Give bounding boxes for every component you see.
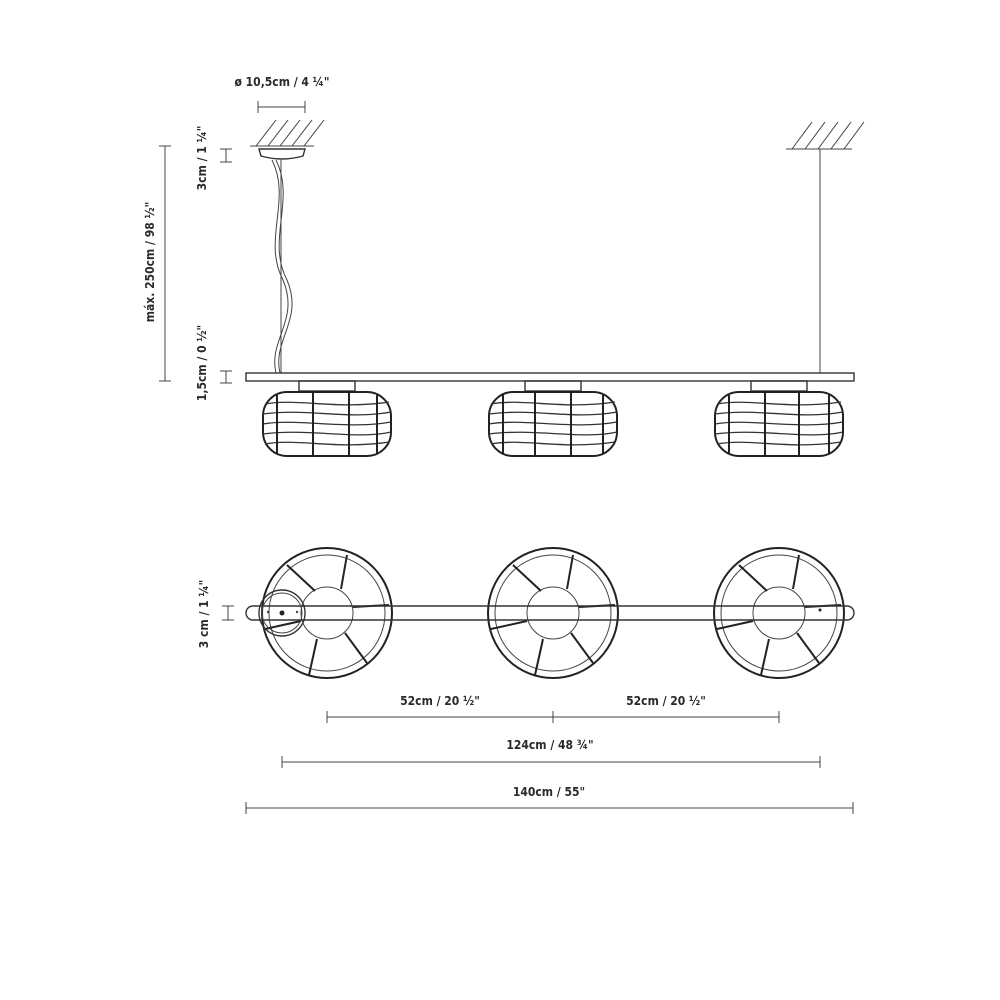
ceiling-hatch-left	[250, 119, 325, 147]
spacing-left-label: 52cm / 20 ½"	[400, 694, 480, 708]
total-length-label: 140cm / 55"	[513, 785, 585, 799]
spacing-dimension-left: 52cm / 20 ½"	[326, 694, 554, 723]
power-cable	[271, 159, 293, 374]
lamp-shade-elevation-3	[714, 380, 844, 457]
inner-length-label: 124cm / 48 ¾"	[506, 738, 593, 752]
horizontal-bar	[245, 372, 855, 382]
lamp-shade-plan-3	[713, 547, 845, 679]
ceiling-hatch-right	[786, 121, 865, 150]
spacing-dimension-right: 52cm / 20 ½"	[553, 694, 780, 723]
bar-width-label: 3 cm / 1 ¼"	[197, 580, 211, 648]
elevation-view: ø 10,5cm / 4 ¼"	[143, 75, 865, 457]
lamp-shade-elevation-1	[262, 380, 392, 457]
canopy	[258, 148, 306, 160]
spacing-right-label: 52cm / 20 ½"	[626, 694, 706, 708]
bar-thickness-label: 1,5cm / 0 ½"	[195, 325, 209, 401]
canopy-diameter-dimension: ø 10,5cm / 4 ¼"	[235, 75, 330, 113]
canopy-height-dimension: 3cm / 1 ¼"	[195, 126, 232, 191]
wire-point	[818, 608, 822, 612]
canopy-diameter-label: ø 10,5cm / 4 ¼"	[235, 75, 330, 89]
lamp-shade-plan-2	[487, 547, 619, 679]
inner-length-dimension: 124cm / 48 ¾"	[281, 738, 821, 768]
canopy-height-label: 3cm / 1 ¼"	[195, 126, 209, 191]
bar-plan	[245, 605, 855, 621]
max-length-label: máx. 250cm / 98 ½"	[143, 202, 157, 323]
bar-thickness-dimension: 1,5cm / 0 ½"	[195, 325, 232, 401]
total-length-dimension: 140cm / 55"	[245, 785, 854, 814]
bar-width-dimension: 3 cm / 1 ¼"	[197, 580, 234, 648]
lamp-shade-elevation-2	[488, 380, 618, 457]
plan-view: 3 cm / 1 ¼" 52cm / 20 ½" 52cm / 20 ½" 12…	[197, 547, 855, 814]
canopy-plan	[258, 589, 306, 637]
max-length-dimension: máx. 250cm / 98 ½"	[143, 145, 171, 382]
